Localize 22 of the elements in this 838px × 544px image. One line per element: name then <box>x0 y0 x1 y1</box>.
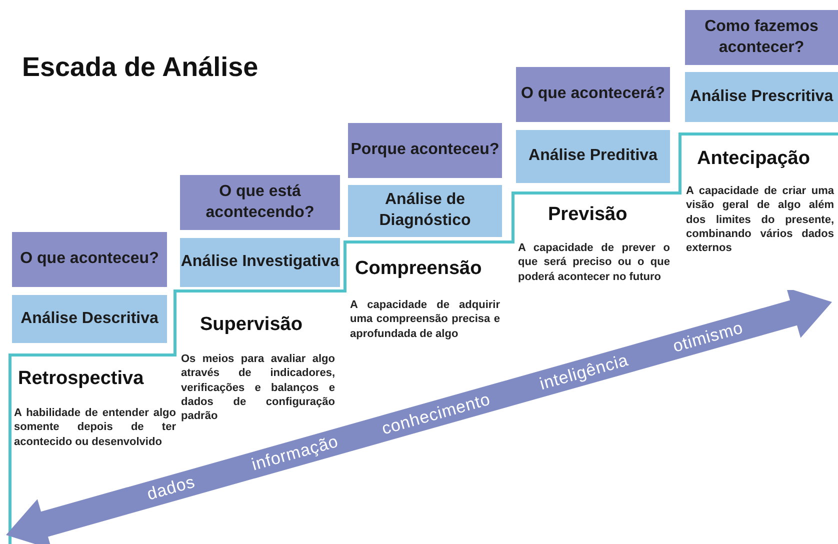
analysis-box: Análise Preditiva <box>516 130 670 183</box>
question-box: Como fazemos acontecer? <box>685 10 838 65</box>
step-heading: Antecipação <box>697 148 811 170</box>
step-description: Os meios para avaliar algo através de indicadores, verificações e balanços e dados de configuração padrão <box>181 352 335 424</box>
analysis-box: Análise de Diagnóstico <box>348 185 502 237</box>
band-word: dados <box>145 474 197 504</box>
question-box: O que aconteceu? <box>12 232 167 287</box>
band-word: otimismo <box>671 319 746 355</box>
step-heading: Previsão <box>548 204 628 226</box>
title: Escada de Análise <box>22 52 258 83</box>
step-heading: Supervisão <box>200 314 304 336</box>
step-description: A capacidade de adquirir uma compreensão precisa e aprofundada de algo <box>350 298 500 341</box>
analysis-box: Análise Investigativa <box>180 238 340 287</box>
step-description: A capacidade de prever o que será preciso ou o que poderá acontecer no futuro <box>518 241 670 284</box>
step-description: A habilidade de entender algo somente depois de ter acontecido ou desenvolvido <box>14 406 176 449</box>
step-description: A capacidade de criar uma visão geral de algo além dos limites do presente, combinando vários dados externos <box>686 184 834 256</box>
question-box: O que está acontecendo? <box>180 175 340 230</box>
step-heading: Compreensão <box>355 258 483 280</box>
question-box: O que acontecerá? <box>516 67 670 122</box>
analysis-box: Análise Prescritiva <box>685 72 838 122</box>
question-box: Porque aconteceu? <box>348 123 502 178</box>
analysis-box: Análise Descritiva <box>12 295 167 343</box>
